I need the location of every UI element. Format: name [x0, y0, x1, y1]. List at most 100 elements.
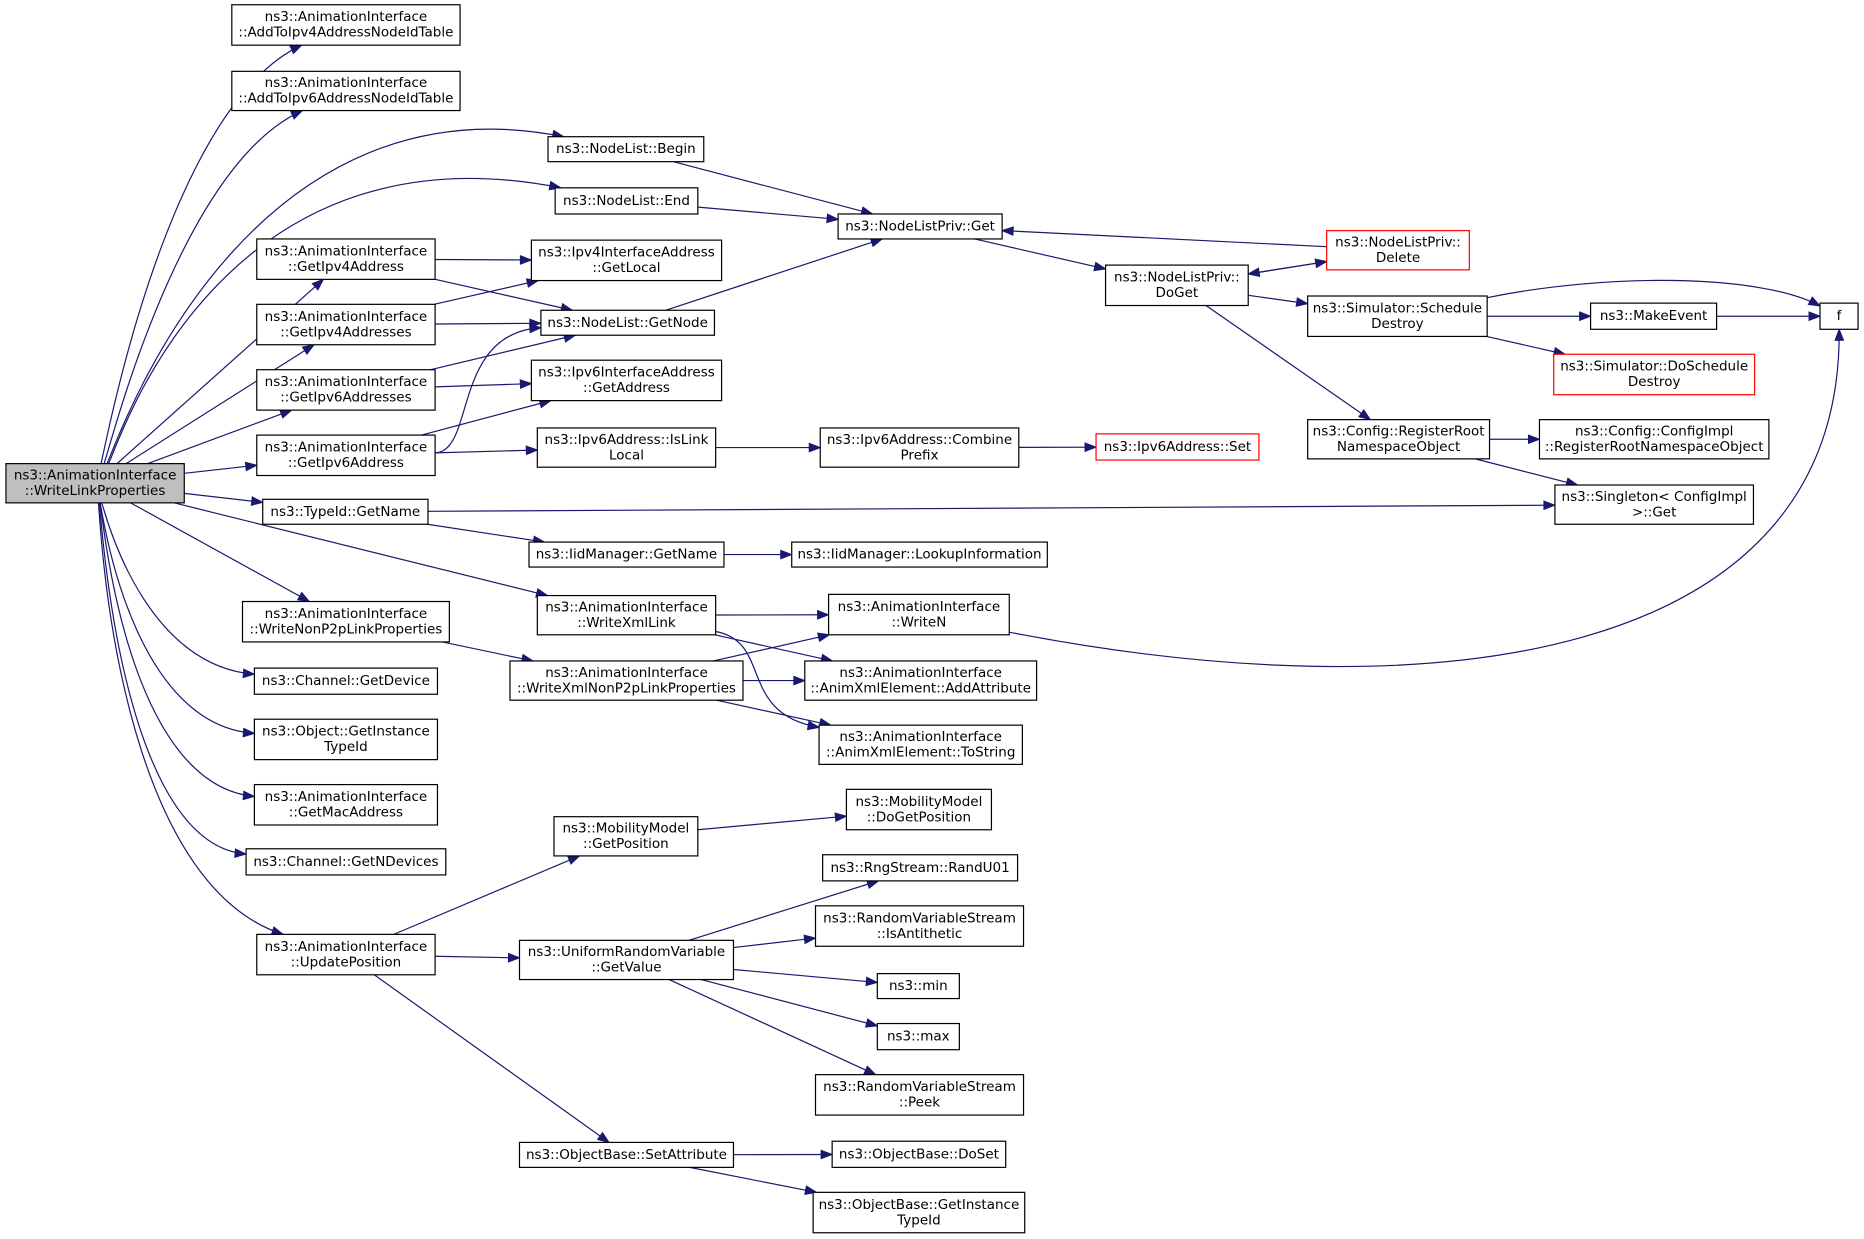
edge-arrowhead: [864, 1018, 879, 1028]
node-writexmlnon[interactable]: ns3::AnimationInterface::WriteXmlNonP2pL…: [509, 660, 744, 701]
node-randu01[interactable]: ns3::RngStream::RandU01: [822, 854, 1019, 882]
node-nlpdelete[interactable]: ns3::NodeListPriv::Delete: [1326, 230, 1470, 271]
node-label: Destroy: [1371, 316, 1424, 332]
node-getipv4[interactable]: ns3::AnimationInterface::GetIpv4Address: [256, 238, 436, 280]
node-box: [536, 594, 717, 636]
edge-writexmllink-to-addattr: [714, 634, 834, 664]
node-nlpdoget[interactable]: ns3::NodeListPriv::DoGet: [1104, 264, 1249, 307]
node-box: [518, 1141, 735, 1168]
node-getmac[interactable]: ns3::AnimationInterface::GetMacAddress: [253, 783, 439, 826]
edge-arrowhead: [1295, 297, 1310, 307]
edge-line: [130, 502, 310, 603]
node-label: ns3::AnimationInterface: [265, 9, 428, 25]
node-f[interactable]: f: [1819, 302, 1859, 330]
node-writen[interactable]: ns3::AnimationInterface::WriteN: [827, 593, 1010, 636]
node-label: ::WriteXmlLink: [577, 615, 676, 631]
edge-line: [435, 449, 538, 454]
node-addattr[interactable]: ns3::AnimationInterface::AnimXmlElement:…: [804, 660, 1038, 701]
node-box: [814, 1074, 1025, 1116]
node-doset[interactable]: ns3::ObjectBase::DoSet: [831, 1140, 1007, 1168]
node-label: ns3::UniformRandomVariable: [528, 944, 726, 960]
node-nlpget[interactable]: ns3::NodeListPriv::Get: [837, 213, 1003, 240]
edge-nlpdoget-to-regroot: [1205, 305, 1372, 421]
node-cfgimpl[interactable]: ns3::Config::ConfigImpl::RegisterRootNam…: [1538, 419, 1770, 460]
edge-urvgetval-to-peek: [668, 979, 877, 1076]
node-label: ns3::AnimationInterface: [265, 309, 428, 325]
node-v6addr[interactable]: ns3::Ipv6InterfaceAddress::GetAddress: [530, 359, 723, 402]
edge-line: [665, 238, 883, 311]
edge-writexmllink-to-writen: [715, 609, 830, 620]
node-chgetdev[interactable]: ns3::Channel::GetDevice: [253, 667, 439, 695]
node-v4local[interactable]: ns3::Ipv4InterfaceAddress::GetLocal: [530, 239, 723, 282]
node-root[interactable]: ns3::AnimationInterface::WriteLinkProper…: [5, 463, 185, 504]
node-addv6[interactable]: ns3::AnimationInterface::AddToIpv6Addres…: [231, 70, 461, 112]
edge-arrowhead: [301, 343, 316, 356]
edge-arrowhead: [311, 278, 325, 291]
node-dogetpos[interactable]: ns3::MobilityModel::DoGetPosition: [845, 788, 993, 831]
node-typeidname[interactable]: ns3::TypeId::GetName: [262, 498, 429, 525]
node-label: ns3::max: [887, 1029, 950, 1045]
edge-line: [99, 502, 255, 798]
node-end[interactable]: ns3::NodeList::End: [554, 187, 699, 215]
node-label: ::IsAntithetic: [877, 926, 963, 942]
node-singleton[interactable]: ns3::Singleton< ConfigImpl >::Get: [1554, 484, 1755, 525]
node-layer: ns3::AnimationInterface::WriteLinkProper…: [5, 4, 1859, 1234]
edge-root-to-getipv4s: [125, 343, 316, 465]
edge-arrowhead: [250, 496, 265, 506]
edge-line: [184, 464, 257, 474]
node-isanti[interactable]: ns3::RandomVariableStream::IsAntithetic: [814, 905, 1025, 947]
node-label: Delete: [1376, 250, 1420, 266]
node-regroot[interactable]: ns3::Config::RegisterRootNamespaceObject: [1307, 419, 1491, 460]
edge-arrowhead: [529, 323, 543, 334]
node-box: [1538, 419, 1770, 460]
edge-line: [97, 502, 284, 935]
node-updpos[interactable]: ns3::AnimationInterface::UpdatePosition: [256, 933, 436, 976]
node-setattr[interactable]: ns3::ObjectBase::SetAttribute: [518, 1141, 735, 1168]
node-v6set[interactable]: ns3::Ipv6Address::Set: [1095, 433, 1260, 461]
node-getndev[interactable]: ns3::Channel::GetNDevices: [245, 848, 447, 876]
node-box: [553, 816, 699, 857]
node-lookup[interactable]: ns3::IidManager::LookupInformation: [791, 541, 1048, 568]
edge-arrowhead: [834, 812, 848, 823]
edge-arrowhead: [1246, 267, 1261, 278]
node-getipv6[interactable]: ns3::AnimationInterface::GetIpv6Address: [256, 434, 436, 477]
node-label: ns3::ObjectBase::GetInstance: [819, 1197, 1020, 1213]
node-label: ns3::Ipv6Address::IsLink: [545, 432, 709, 448]
node-mmgetpos[interactable]: ns3::MobilityModel::GetPosition: [553, 816, 699, 857]
node-urvgetval[interactable]: ns3::UniformRandomVariable::GetValue: [518, 939, 735, 981]
edge-typeidname-to-iidgetname: [427, 523, 546, 546]
edge-arrowhead: [1527, 434, 1541, 445]
node-iidgetname[interactable]: ns3::IidManager::GetName: [528, 541, 725, 568]
node-box: [256, 434, 436, 477]
node-max[interactable]: ns3::max: [876, 1022, 960, 1051]
node-getipv6s[interactable]: ns3::AnimationInterface::GetIpv6Addresse…: [256, 369, 436, 411]
node-writexmllink[interactable]: ns3::AnimationInterface::WriteXmlLink: [536, 594, 717, 636]
node-label: ::GetIpv4Address: [288, 259, 404, 275]
node-tostring[interactable]: ns3::AnimationInterface::AnimXmlElement:…: [818, 724, 1023, 765]
node-label: ::RegisterRootNamespaceObject: [1545, 439, 1764, 455]
node-makeevent[interactable]: ns3::MakeEvent: [1589, 302, 1718, 330]
edge-arrowhead: [863, 1065, 877, 1076]
node-begin[interactable]: ns3::NodeList::Begin: [547, 136, 705, 163]
node-label: ns3::AnimationInterface: [265, 75, 428, 91]
node-getnode[interactable]: ns3::NodeList::GetNode: [540, 309, 716, 336]
node-min[interactable]: ns3::min: [876, 973, 960, 1000]
node-writenonp2p[interactable]: ns3::AnimationInterface::WriteNonP2pLink…: [241, 600, 450, 643]
node-label: f: [1837, 308, 1843, 324]
edge-schedestroy-to-doschedule: [1486, 335, 1567, 357]
node-box: [253, 783, 439, 826]
edge-line: [107, 178, 561, 464]
node-box: [831, 1140, 1007, 1168]
node-getipv4s[interactable]: ns3::AnimationInterface::GetIpv4Addresse…: [256, 303, 436, 346]
edge-arrowhead: [525, 445, 539, 456]
node-addv4[interactable]: ns3::AnimationInterface::AddToIpv4Addres…: [231, 4, 461, 46]
node-peek[interactable]: ns3::RandomVariableStream::Peek: [814, 1074, 1025, 1116]
node-label: ns3::NodeList::Begin: [556, 141, 696, 157]
node-label: ::GetIpv6Addresses: [280, 390, 411, 406]
